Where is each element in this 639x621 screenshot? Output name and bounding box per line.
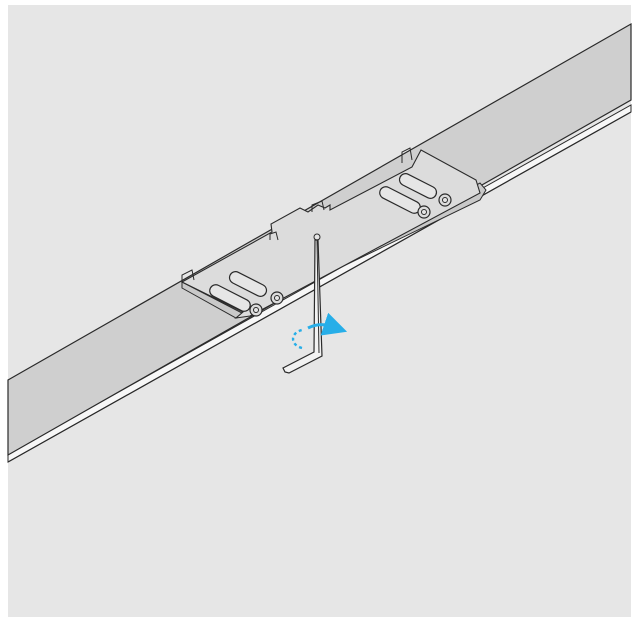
hex-key-icon (282, 239, 323, 374)
plate-tab-right (401, 147, 413, 163)
hex-key-edge (316, 239, 320, 354)
slot (209, 284, 251, 312)
plate-notch-upper (311, 200, 325, 212)
connector-plate (180, 147, 487, 319)
screw-head-socket (421, 209, 427, 215)
right-fastener-group (379, 173, 452, 219)
screw-head-socket (253, 307, 259, 313)
rotation-arrow-dashed (291, 328, 303, 350)
rotate-clockwise-icon (291, 312, 348, 350)
screw-head-socket (274, 295, 280, 301)
rotation-arrow-solid (307, 312, 348, 336)
hex-key-shaft (282, 239, 323, 374)
slot (228, 271, 268, 297)
left-fastener-group (209, 271, 284, 317)
screw-head-socket (442, 197, 448, 203)
plate-top (180, 149, 481, 319)
plate-notch (269, 231, 279, 241)
center-screw-hole (313, 233, 321, 241)
slot (398, 173, 438, 199)
plate-tab-left (181, 269, 195, 282)
